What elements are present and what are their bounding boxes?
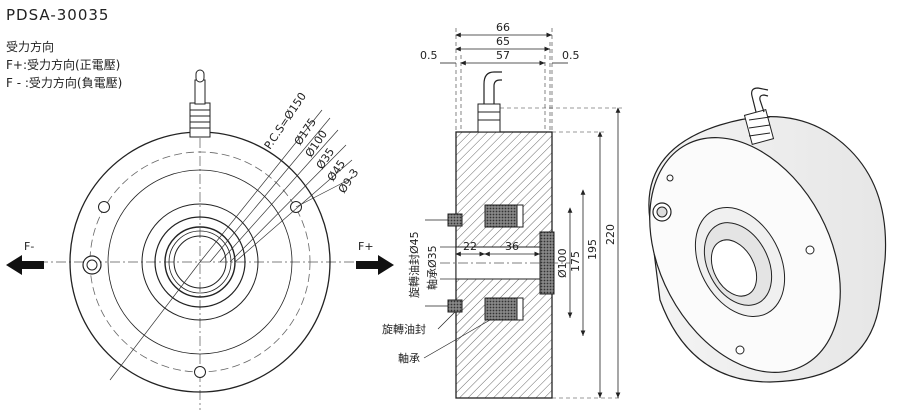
callout-rotary-seal: 旋轉油封 [382,322,426,336]
iso-hole [666,174,674,182]
label-seal-d45: 旋轉油封Ø45 [407,231,421,298]
dim-top-65: 65 [496,35,510,48]
mounting-hole [98,201,110,213]
dim-top-66: 66 [496,21,510,34]
force-arrow-left: F- [6,240,44,275]
model-number: PDSA-30035 [6,6,110,24]
force-label-right: F+ [358,240,374,253]
dim-v-d100: Ø100 [556,248,569,278]
cable-connector [189,69,211,138]
force-label-left: F- [24,240,34,253]
dim-v-220: 220 [604,224,617,245]
iso-hole [735,345,745,355]
dim-gap-right: 0.5 [562,49,580,62]
label-bearing-d35: 軸承Ø35 [425,245,439,290]
note-f-plus: F+:受力方向(正電壓) [6,58,121,72]
dim-inner-36: 36 [505,240,519,253]
isometric-view [648,87,887,383]
dim-v-175: 175 [569,251,582,272]
dim-v-195: 195 [586,239,599,260]
mounting-hole [194,366,206,378]
section-view: 66 65 57 0.5 0.5 [382,21,622,399]
dim-top-57: 57 [496,49,510,62]
force-arrow-right: F+ [356,240,394,275]
side-plug [82,255,102,275]
iso-hole [805,245,815,255]
dim-gap-left: 0.5 [420,49,438,62]
dim-inner-22: 22 [463,240,477,253]
front-view: P.C.S=Ø150 Ø175 Ø100 Ø35 Ø45 Ø9-3 F- F+ [6,69,394,410]
note-f-minus: F - :受力方向(負電壓) [6,76,123,90]
iso-cable-connector [743,87,775,145]
callout-bearing: 軸承 [398,351,420,365]
note-direction: 受力方向 [6,40,55,54]
